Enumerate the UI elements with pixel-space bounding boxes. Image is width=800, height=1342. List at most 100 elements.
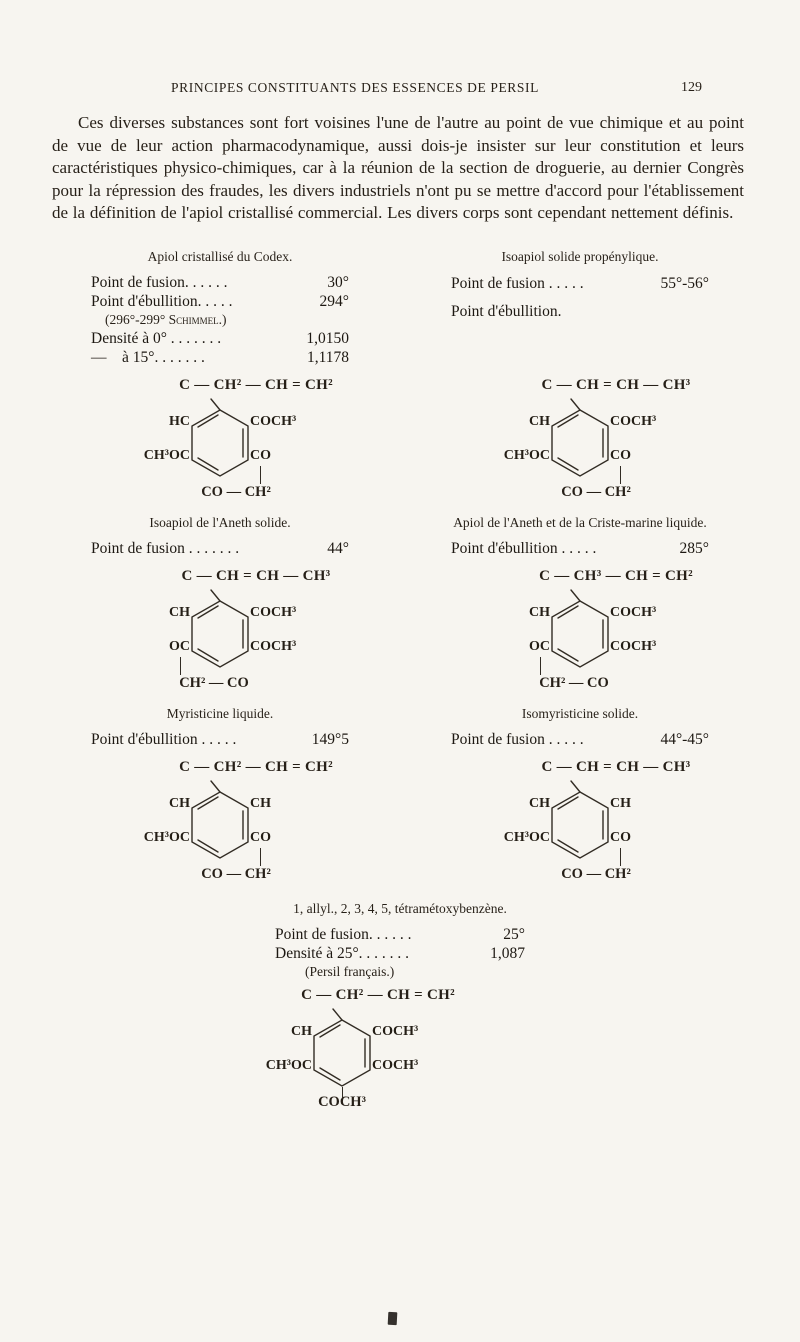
bottom-group: CO — CH² [561, 865, 631, 882]
property-row: Point de fusion. . . . . . 25° [275, 925, 525, 944]
ring-substituent: CO [250, 829, 271, 845]
ring-substituent: CH [529, 795, 550, 811]
compound-title: Isoapiol solide propénylique. [501, 248, 659, 264]
side-chain-formula: C — CH² — CH = CH² [179, 376, 333, 393]
compound-title: Apiol de l'Aneth et de la Criste-marine … [453, 514, 707, 530]
ring-substituent: HC [169, 413, 190, 429]
ring-substituent: OC [169, 638, 190, 654]
property-label: Point de fusion. . . . . . [91, 273, 228, 291]
chemical-structure-isoapiol-aneth: C — CH = CH — CH³ CH COCH³ OC COCH³ CH² … [40, 568, 400, 692]
bottom-group: CO — CH² [201, 865, 271, 882]
property-value: 294° [319, 292, 349, 310]
benzene-ring-drawing [191, 588, 249, 668]
property-note: (296°-299° Schimmel.) [105, 311, 227, 327]
ring-substituent: CH [169, 604, 190, 620]
ring-diagram: CH CH CH³OC CO [100, 778, 340, 868]
chemical-structure-tetramethoxybenzene: C — CH² — CH = CH² CH COCH³ CH³OC COCH³ … [0, 987, 742, 1111]
ring-substituent: COCH³ [250, 604, 297, 620]
benzene-ring-drawing [191, 397, 249, 477]
property-value: 44° [327, 539, 349, 557]
property-row: Point d'ébullition. [451, 302, 709, 321]
property-row: Point d'ébullition . . . . . 149°5 [91, 730, 349, 749]
ring-substituent: COCH³ [372, 1057, 419, 1073]
ring-diagram: CH COCH³ CH³OC COCH³ [222, 1006, 462, 1098]
bond-connector [342, 1086, 343, 1098]
compound-title: Isoapiol de l'Aneth solide. [149, 514, 291, 530]
property-value: 25° [503, 925, 525, 943]
bottom-group: CO — CH² [201, 483, 271, 500]
property-value: 55°-56° [660, 274, 709, 292]
property-value: 44°-45° [660, 730, 709, 748]
ring-substituent: CH [529, 604, 550, 620]
ring-substituent: CH³OC [503, 447, 550, 463]
side-chain-formula: C — CH = CH — CH³ [541, 758, 691, 775]
property-label: Point de fusion . . . . . [451, 730, 584, 748]
compound-title: Apiol cristallisé du Codex. [147, 248, 293, 264]
ring-substituent: CO [610, 829, 631, 845]
property-row: — à 15°. . . . . . . 1,1178 [91, 348, 349, 367]
ring-substituent: CO [610, 447, 631, 463]
bond-connector [540, 656, 541, 675]
page-number: 129 [681, 80, 702, 95]
property-note: (Persil français.) [305, 963, 395, 979]
bottom-group: COCH³ [318, 1093, 366, 1110]
benzene-ring-drawing [313, 1007, 371, 1087]
property-label: Point d'ébullition . . . . . [451, 539, 597, 557]
side-chain-formula: C — CH² — CH = CH² [301, 986, 455, 1003]
bond-connector [620, 465, 621, 484]
property-block-isoapiol-aneth: Isoapiol de l'Aneth solide. Point de fus… [40, 515, 400, 558]
property-row: Densité à 0° . . . . . . . 1,0150 [91, 329, 349, 348]
body-paragraph: Ces diverses substances sont fort voisin… [52, 113, 744, 222]
property-value: 149°5 [311, 730, 349, 748]
running-header: PRINCIPES CONSTITUANTS DES ESSENCES DE P… [60, 80, 740, 96]
property-row-3: Myristicine liquide. Point d'ébullition … [40, 706, 760, 749]
ring-substituent: COCH³ [250, 638, 297, 654]
property-value: 30° [327, 273, 349, 291]
ring-substituent: CH³OC [503, 829, 550, 845]
property-value: 285° [679, 539, 709, 557]
property-label: Point de fusion. . . . . . [275, 925, 412, 943]
property-label: — à 15°. . . . . . . [91, 348, 205, 366]
side-chain-formula: C — CH = CH — CH³ [541, 376, 691, 393]
property-label: Point de fusion . . . . . [451, 274, 584, 292]
ring-diagram: CH COCH³ CH³OC CO [460, 396, 700, 486]
side-chain-formula: C — CH = CH — CH³ [181, 567, 331, 584]
compound-title: Myristicine liquide. [166, 705, 274, 721]
benzene-ring-drawing [551, 779, 609, 859]
property-label: Point de fusion . . . . . . . [91, 539, 240, 557]
property-block-isomyristicine: Isomyristicine solide. Point de fusion .… [400, 706, 760, 749]
ring-substituent: COCH³ [250, 413, 297, 429]
property-label: Point d'ébullition . . . . . [91, 730, 237, 748]
ring-diagram: CH COCH³ OC COCH³ [100, 587, 340, 677]
side-chain-formula: C — CH² — CH = CH² [179, 758, 333, 775]
ring-substituent: COCH³ [610, 413, 657, 429]
bottom-group: CH² — CO [179, 674, 249, 691]
property-row: Point d'ébullition. . . . . 294° [91, 292, 349, 311]
ring-substituent: CH [250, 795, 271, 811]
property-label: Point d'ébullition. . . . . [91, 292, 233, 310]
property-row: Point de fusion . . . . . 44°-45° [451, 730, 709, 749]
property-label: Densité à 25°. . . . . . . [275, 944, 410, 962]
ring-diagram: HC COCH³ CH³OC CO [100, 396, 340, 486]
running-header-title: PRINCIPES CONSTITUANTS DES ESSENCES DE P… [171, 80, 539, 95]
chemical-structure-myristicine: C — CH² — CH = CH² CH CH CH³OC CO CO — C… [40, 759, 400, 883]
property-row-2: Isoapiol de l'Aneth solide. Point de fus… [40, 515, 760, 558]
ring-substituent: COCH³ [372, 1023, 419, 1039]
ink-smudge [387, 1311, 398, 1326]
ring-substituent: COCH³ [610, 638, 657, 654]
ring-substituent: CH [169, 795, 190, 811]
property-row: Point d'ébullition . . . . . 285° [451, 539, 709, 558]
ring-substituent: CH [610, 795, 631, 811]
ring-diagram: CH CH CH³OC CO [460, 778, 700, 868]
ring-substituent: CH³OC [143, 447, 190, 463]
property-row: Point de fusion. . . . . . 30° [91, 273, 349, 292]
ring-diagram: CH COCH³ OC COCH³ [460, 587, 700, 677]
chemical-structure-isomyristicine: C — CH = CH — CH³ CH CH CH³OC CO CO — CH… [400, 759, 760, 883]
side-chain-formula: C — CH³ — CH = CH² [539, 567, 693, 584]
structure-row-3: C — CH² — CH = CH² CH CH CH³OC CO CO — C… [40, 759, 760, 883]
property-value: 1,0150 [306, 329, 349, 347]
benzene-ring-drawing [551, 588, 609, 668]
bond-connector [180, 656, 181, 675]
ring-substituent: CH [291, 1023, 312, 1039]
ring-substituent: CH [529, 413, 550, 429]
